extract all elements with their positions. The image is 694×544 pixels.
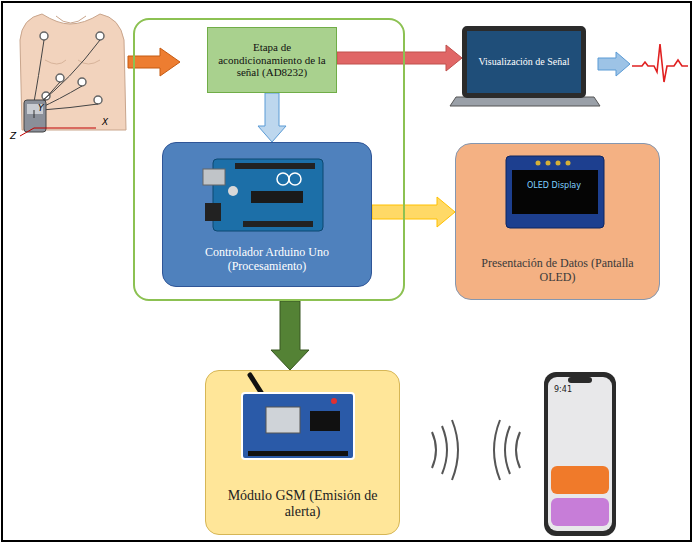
arduino-board — [163, 143, 373, 243]
data-arrow — [258, 93, 286, 142]
axis-label: Y — [38, 104, 44, 113]
axis-label: X — [102, 118, 108, 127]
node-text: Módulo GSM (Emisión de alerta) — [214, 488, 391, 520]
alert-arrow — [271, 301, 309, 370]
gsm-module — [206, 371, 401, 471]
node-text: Etapa de acondicionamiento de la señal (… — [212, 41, 332, 79]
node-text: Presentación de Datos (Pantalla OLED) — [464, 257, 651, 285]
screen-text: OLED Display — [511, 182, 597, 190]
node-text: Visualización de Señal — [478, 56, 569, 68]
controller-box: Controlador Arduino Uno (Procesamiento) — [162, 142, 372, 287]
phone-time: 9:41 — [554, 386, 572, 394]
display-arrow — [372, 197, 455, 227]
gsm-box: Módulo GSM (Emisión de alerta) — [205, 370, 400, 535]
display-box: Presentación de Datos (Pantalla OLED) — [455, 143, 660, 300]
process-box: Etapa de acondicionamiento de la señal (… — [207, 27, 337, 93]
axis-label: Z — [10, 132, 16, 141]
node-text: Controlador Arduino Uno (Procesamiento) — [171, 246, 363, 274]
laptop-screen: Visualización de Señal — [462, 26, 586, 98]
system-boundary: Etapa de acondicionamiento de la señal (… — [133, 18, 405, 301]
signal-arrow — [337, 45, 462, 71]
